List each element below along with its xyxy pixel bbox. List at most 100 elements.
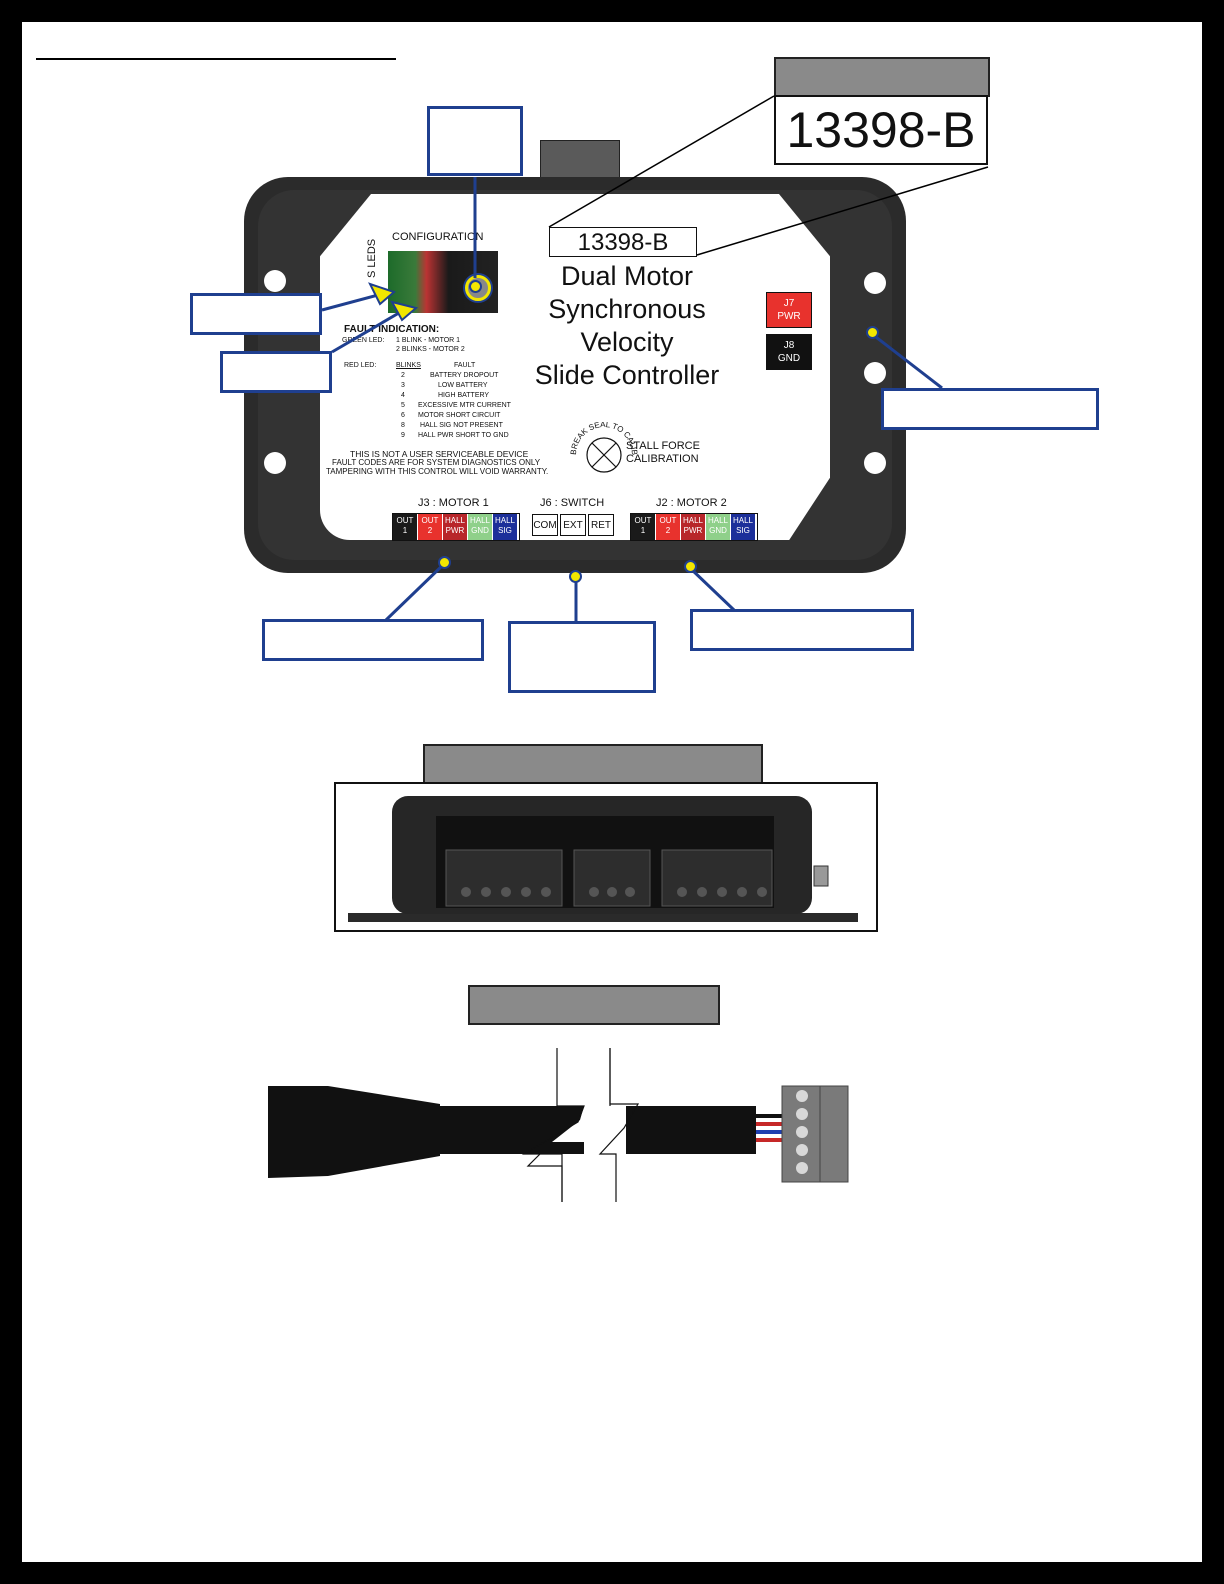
green-led-line: 2 BLINKS - MOTOR 2 <box>396 346 465 353</box>
j2-pin-label: OUT <box>659 516 677 525</box>
page-sheet: 13398-B CONFIGURATION S LEDS FAULT INDIC… <box>22 22 1202 1562</box>
j3-pin-sublabel: 1 <box>402 526 408 535</box>
j2-pin-label: OUT <box>634 516 652 525</box>
green-led-label: GREEN LED: <box>342 337 385 344</box>
switch-pointer-dot <box>569 570 582 583</box>
top-connector-tab <box>540 140 620 180</box>
mounting-hole <box>864 452 886 474</box>
j2-pin-sublabel: 1 <box>640 526 646 535</box>
switch-connector-callout <box>508 621 656 693</box>
j2-pin-sublabel: GND <box>709 526 727 535</box>
blinks-column-header: BLINKS <box>396 362 421 369</box>
j3-pin-sublabel: PWR <box>445 526 465 535</box>
title-underline <box>36 58 396 60</box>
j3-pin-label: HALL <box>494 516 515 525</box>
side-view-header-bar <box>423 744 763 784</box>
j6-pin: COM <box>532 514 558 536</box>
device-part-number-box: 13398-B <box>549 227 697 257</box>
j3-pin-sublabel: 2 <box>427 526 433 535</box>
motor1-pointer-dot <box>438 556 451 569</box>
harness-header-bar <box>468 985 720 1025</box>
j6-pin: EXT <box>560 514 586 536</box>
device-title-line: Synchronous <box>548 294 706 324</box>
j2-label: J2 : MOTOR 2 <box>656 497 727 509</box>
part-number-callout-text: 13398-B <box>786 102 976 158</box>
j3-pin-sublabel: SIG <box>498 526 512 535</box>
power-ground-callout <box>881 388 1099 430</box>
j3-pin-label: HALL <box>469 516 490 525</box>
calibration-seal: BREAK SEAL TO CALIBRATE <box>564 422 639 473</box>
device-part-number: 13398-B <box>577 229 669 256</box>
warning-line: FAULT CODES ARE FOR SYSTEM DIAGNOSTICS O… <box>332 458 541 467</box>
side-view-frame <box>334 782 878 932</box>
j7-pwr-terminal: J7 PWR <box>766 292 812 328</box>
configuration-button-callout <box>427 106 523 176</box>
j2-pin-label: HALL <box>707 516 728 525</box>
j3-pin-label: OUT <box>421 516 439 525</box>
device-title-line: Dual Motor <box>560 261 694 291</box>
motor2-pointer-dot <box>684 560 697 573</box>
j3-label: J3 : MOTOR 1 <box>418 497 489 509</box>
j6-label: J6 : SWITCH <box>540 497 605 509</box>
warning-line: THIS IS NOT A USER SERVICEABLE DEVICE <box>350 449 529 459</box>
part-number-callout-box: 13398-B <box>774 95 988 165</box>
j2-pin-label: HALL <box>732 516 753 525</box>
mounting-hole <box>864 362 886 384</box>
device-title-line: Slide Controller <box>534 360 720 390</box>
configuration-pointer-dot <box>469 280 482 293</box>
callout-leaders <box>321 95 989 622</box>
mounting-hole <box>264 270 286 292</box>
fault-indication-heading: FAULT INDICATION: <box>344 324 440 335</box>
device-title: Dual Motor Synchronous Velocity Slide Co… <box>507 260 747 392</box>
j7-label: J7 <box>783 298 795 309</box>
configuration-label: CONFIGURATION <box>392 231 484 243</box>
red-led-label: RED LED: <box>344 362 377 369</box>
j2-pin-sublabel: 2 <box>665 526 671 535</box>
mounting-hole <box>264 452 286 474</box>
harness-drawing <box>268 1048 849 1202</box>
device-title-line: Velocity <box>580 327 674 357</box>
j7-sublabel: PWR <box>777 311 801 322</box>
green-led-callout <box>190 293 322 335</box>
power-ground-pointer-dot <box>866 326 879 339</box>
fault-column-header: FAULT <box>454 362 476 369</box>
j3-pin-label: OUT <box>396 516 414 525</box>
j6-pin: RET <box>588 514 614 536</box>
j2-pin-sublabel: SIG <box>736 526 750 535</box>
red-led-callout <box>220 351 332 393</box>
j3-pin-sublabel: GND <box>471 526 489 535</box>
stall-force-line: CALIBRATION <box>626 453 699 465</box>
j2-pin-label: HALL <box>682 516 703 525</box>
green-led-line: 1 BLINK - MOTOR 1 <box>396 337 461 344</box>
j8-label: J8 <box>783 340 795 351</box>
stall-force-line: STALL FORCE <box>626 440 700 452</box>
warning-line: TAMPERING WITH THIS CONTROL WILL VOID WA… <box>326 467 549 476</box>
j8-sublabel: GND <box>777 353 801 364</box>
j3-pin-label: HALL <box>444 516 465 525</box>
side-view-drawing <box>348 796 858 922</box>
j2-pin-sublabel: PWR <box>683 526 703 535</box>
j8-gnd-terminal: J8 GND <box>766 334 812 370</box>
mounting-hole <box>864 272 886 294</box>
motor2-connector-callout <box>690 609 914 651</box>
